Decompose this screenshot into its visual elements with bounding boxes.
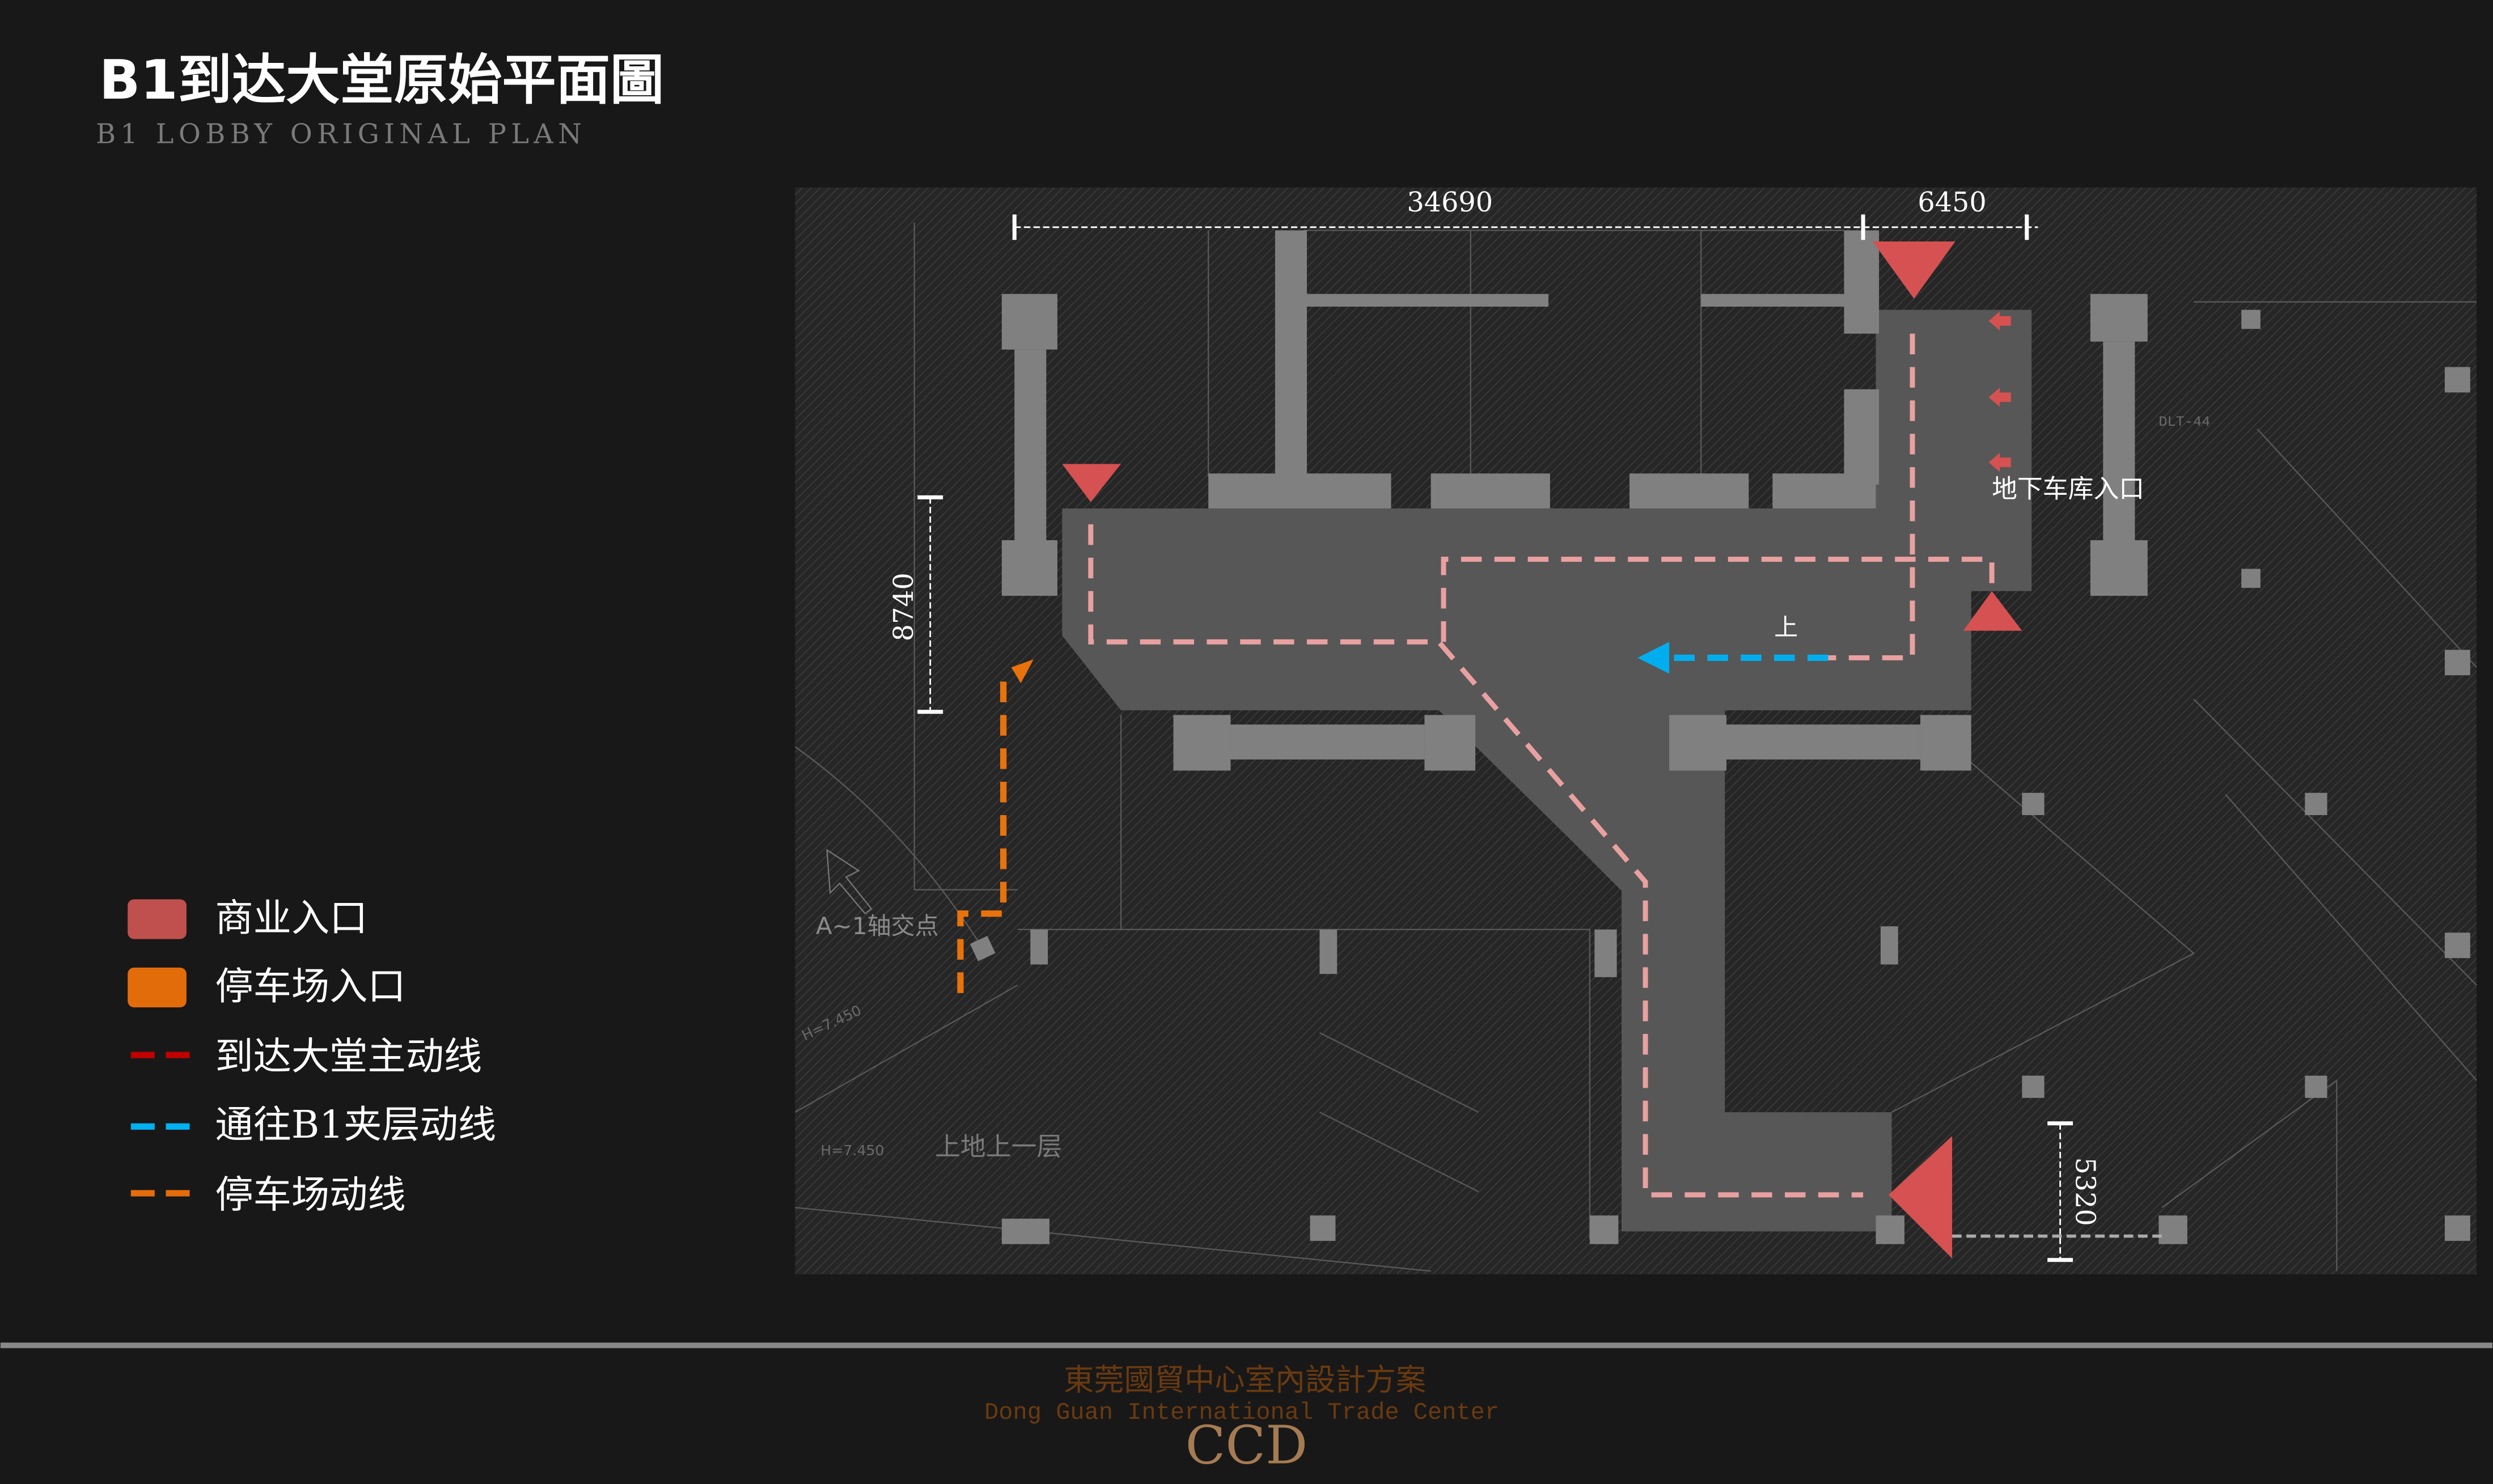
- stair-label: DLT-44: [2158, 414, 2210, 430]
- page-subtitle: B1 LOBBY ORIGINAL PLAN: [96, 118, 586, 150]
- commercial-entrances: [1062, 241, 2022, 1258]
- legend-swatch-commercial-entrance: [128, 899, 187, 939]
- legend-dash-main-route: [130, 1051, 190, 1058]
- elevation-label: H=7.450: [820, 1142, 884, 1159]
- arrow-left-icon: [1637, 642, 1670, 674]
- entrance-triangle-icon: [1872, 241, 1956, 299]
- dimension-label: 8740: [888, 573, 920, 641]
- up-label: 上: [1774, 613, 1798, 641]
- up-ground-label: 上地上一层: [935, 1131, 1062, 1161]
- footer-project-en: Dong Guan International Trade Center: [984, 1399, 1499, 1426]
- legend-swatch-parking-entrance: [128, 968, 187, 1008]
- arrow-left-icon: [1988, 311, 2011, 331]
- floor-plan: DLT-44: [794, 187, 2477, 1275]
- entrance-triangle-icon: [1888, 1136, 1953, 1258]
- legend-label: 停车场动线: [215, 1172, 405, 1216]
- dimension-label: 6450: [1918, 187, 1986, 218]
- dimension-label: 5320: [2069, 1157, 2101, 1226]
- dimension-lines: [917, 214, 2162, 1262]
- entrance-triangle-icon: [1062, 464, 1121, 502]
- legend-dash-parking-route: [130, 1190, 190, 1197]
- arrow-left-icon: [1988, 452, 2011, 472]
- entrance-triangle-icon: [1963, 591, 2022, 631]
- legend-dash-mezzanine-route: [130, 1123, 190, 1130]
- north-arrow-icon: [826, 849, 873, 915]
- main-route-path: [1828, 333, 1915, 660]
- parking-route-path: [957, 680, 1007, 993]
- dimension-label: 34690: [1407, 187, 1493, 218]
- legend-label: 停车场入口: [215, 964, 405, 1008]
- footer-divider: [0, 1342, 2493, 1349]
- legend: 商业入口 停车场入口 到达大堂主动线 通往B1夹层动线 停车场动线: [128, 896, 496, 1216]
- page-title: B1到达大堂原始平面圖: [99, 49, 664, 112]
- footer-project-cn: 東莞國貿中心室內設計方案: [1064, 1363, 1426, 1398]
- arrow-left-icon: [1988, 387, 2011, 407]
- column: [970, 936, 996, 961]
- ccd-logo: CCD: [1186, 1415, 1308, 1476]
- structural-walls: [1001, 230, 2470, 1244]
- lobby-area: [1062, 309, 2032, 1232]
- legend-label: 商业入口: [215, 896, 367, 940]
- legend-label: 通往B1夹层动线: [215, 1103, 496, 1147]
- legend-label: 到达大堂主动线: [215, 1034, 482, 1078]
- main-route-path: [1441, 557, 1995, 642]
- garage-entrance-label: 地下车库入口: [1992, 473, 2144, 503]
- arrow-up-right-icon: [1011, 659, 1034, 684]
- axis-point-label: A~1轴交点: [816, 912, 939, 940]
- cad-linework: [794, 222, 2477, 1272]
